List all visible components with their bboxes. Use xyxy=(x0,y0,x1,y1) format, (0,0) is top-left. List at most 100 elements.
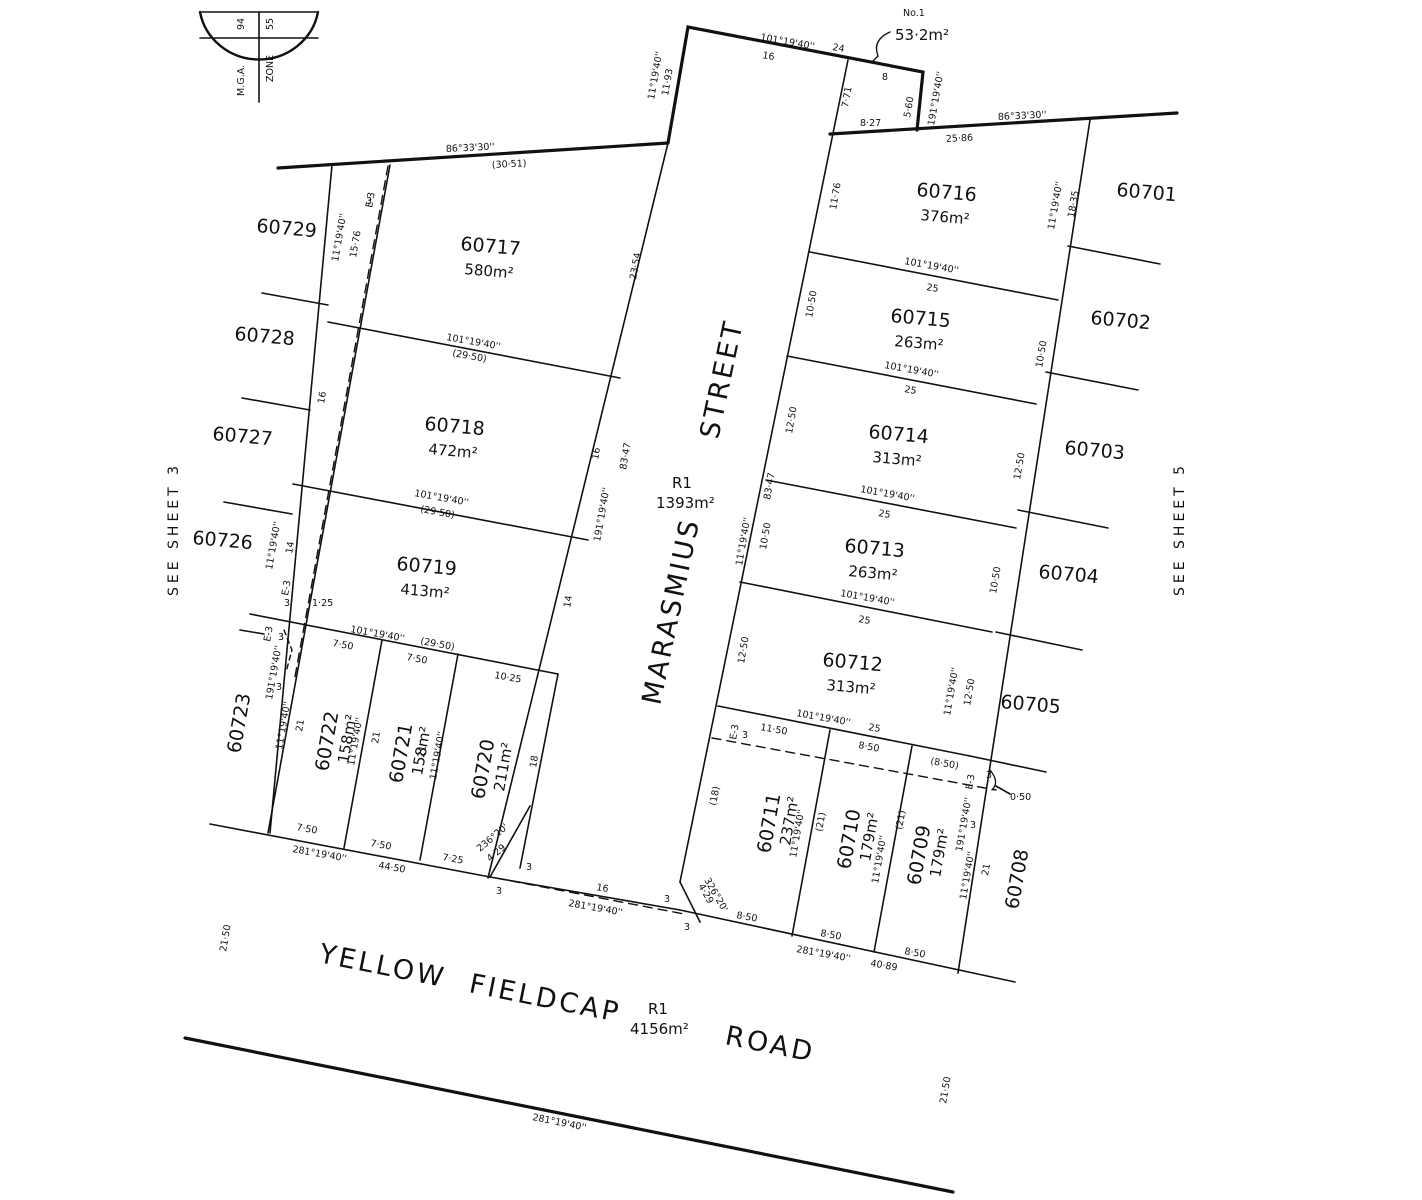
distance-label: 3 xyxy=(664,894,670,905)
easement-note-area: 53·2m² xyxy=(895,26,949,44)
distance-label: (30·51) xyxy=(492,158,527,171)
distance-label: 0·50 xyxy=(1010,792,1031,803)
zone-number: 55 xyxy=(265,18,276,30)
bearing-label: 86°33'30'' xyxy=(998,109,1047,123)
road-width-label: 21·50 xyxy=(218,924,234,953)
distance-label: 12·50 xyxy=(784,406,800,435)
distance-label: 3 xyxy=(970,820,976,831)
distance-label: 11·76 xyxy=(828,182,844,211)
distance-label: 21 xyxy=(416,745,429,759)
distance-label: 10·25 xyxy=(493,670,522,686)
distance-label: 10·50 xyxy=(804,290,820,319)
boundary-lines xyxy=(183,25,1179,1194)
adjacent-lot-number: 60703 xyxy=(1064,437,1126,464)
distance-label: 3 xyxy=(496,886,502,897)
adjacent-lot-number: 60705 xyxy=(1000,691,1062,718)
bearing-label: 191°19'40'' xyxy=(926,71,946,127)
bearing-label: 11°19'40'' xyxy=(330,212,349,262)
lot-area: 313m² xyxy=(872,448,923,470)
lot-area: 313m² xyxy=(826,676,877,698)
distance-label: (29·50) xyxy=(451,348,487,365)
mga-label: M.G.A. xyxy=(236,65,247,96)
distance-label: 8·50 xyxy=(735,910,758,925)
lot-area: 376m² xyxy=(920,206,971,228)
bearing-label: 11°19'40'' xyxy=(942,666,961,716)
see-sheet-left: SEE SHEET 3 xyxy=(166,462,182,596)
yellow-fieldcap-road-word-2: FIELDCAP xyxy=(467,968,624,1029)
yellow-fieldcap-road-word-3: ROAD xyxy=(723,1020,818,1068)
easement-label: E-3 xyxy=(728,723,742,740)
distance-label: 16 xyxy=(316,391,329,405)
distance-label: 18·35 xyxy=(1066,190,1082,219)
distance-label: 1·25 xyxy=(312,598,333,609)
see-sheet-right: SEE SHEET 5 xyxy=(1172,462,1188,596)
bearing-label: 11°19'40'' xyxy=(264,520,283,570)
yellow-fieldcap-reserve-area: 4156m² xyxy=(630,1020,689,1038)
road-width-label: 21·50 xyxy=(938,1076,954,1105)
yellow-fieldcap-road-word-1: YELLOW xyxy=(316,938,449,994)
distance-label: 3 xyxy=(526,862,532,873)
distance-label: 25 xyxy=(903,384,917,397)
distance-label: 8 xyxy=(882,72,888,83)
bearing-label: 281°19'40'' xyxy=(795,944,851,964)
marasmius-reserve-label: R1 xyxy=(672,474,692,492)
easement-note-title: No.1 xyxy=(903,8,925,19)
distance-label: 11·50 xyxy=(759,722,788,738)
bearing-label: 11°19'40'' xyxy=(734,516,753,566)
bearing-label: 281°19'40'' xyxy=(291,844,347,864)
distance-label: 5·60 xyxy=(902,96,917,119)
distance-label: 3 xyxy=(986,770,992,781)
distance-label: 8·50 xyxy=(903,946,926,961)
distance-label: 25 xyxy=(867,722,881,735)
distance-label: 10·50 xyxy=(988,566,1004,595)
lot-number: 60715 xyxy=(890,305,952,332)
lot-labels: 60717 580m² 60718 472m² 60719 413m² 6071… xyxy=(311,179,977,887)
mga-zone-compass-icon: M.G.A. ZONE 94 55 xyxy=(198,10,320,103)
bearing-label: 101°19'40'' xyxy=(883,360,939,380)
distance-label: 25 xyxy=(857,614,871,627)
lot-area: 263m² xyxy=(894,332,945,354)
lot-area: 263m² xyxy=(848,562,899,584)
adjacent-lot-number: 60727 xyxy=(212,423,274,450)
distance-label: (8·50) xyxy=(929,756,959,772)
adjacent-lot-number: 60704 xyxy=(1038,561,1100,588)
lot-number: 60718 xyxy=(424,413,486,440)
distance-label: 40·89 xyxy=(869,958,898,974)
distance-label: (21) xyxy=(894,809,908,830)
distance-label: 25 xyxy=(877,508,891,521)
distance-label: 3 xyxy=(366,196,372,207)
distance-label: 12·50 xyxy=(736,636,752,665)
bearing-label: 101°19'40'' xyxy=(349,624,405,644)
distance-label: 10·50 xyxy=(1034,340,1050,369)
adjacent-lot-number: 60702 xyxy=(1090,307,1152,334)
distance-label: 7·50 xyxy=(369,838,392,853)
adjacent-lot-number: 60701 xyxy=(1116,179,1178,206)
lot-number: 60719 xyxy=(396,553,458,580)
distance-label: 44·50 xyxy=(377,860,406,876)
distance-label: 14 xyxy=(562,595,575,609)
marasmius-reserve-area: 1393m² xyxy=(656,494,715,512)
lot-number: 60716 xyxy=(916,179,978,206)
distance-label: (18) xyxy=(708,785,722,806)
bearing-label: 101°19'40'' xyxy=(839,588,895,608)
distance-label: 21 xyxy=(980,863,993,877)
distance-label: 7·50 xyxy=(295,822,318,837)
bearing-label: 101°19'40'' xyxy=(795,708,851,728)
distance-label: 83·47 xyxy=(618,442,634,471)
lot-area: 472m² xyxy=(428,440,479,462)
distance-label: 14 xyxy=(284,541,297,555)
adjacent-lot-number: 60728 xyxy=(234,323,296,350)
easement-label: E-3 xyxy=(280,579,294,596)
distance-label: 7·25 xyxy=(441,852,464,867)
bearing-label: 11°19'40'' xyxy=(1046,180,1065,230)
distance-label: 11·93 xyxy=(660,68,676,97)
distance-label: (21) xyxy=(814,811,828,832)
distance-label: 23·54 xyxy=(628,252,644,281)
easement-label: E-3 xyxy=(964,773,978,790)
lot-area: 413m² xyxy=(400,580,451,602)
distance-label: 15·76 xyxy=(348,230,364,259)
distance-label: 16 xyxy=(595,882,609,895)
lot-number: 60717 xyxy=(460,233,522,260)
marasmius-street-suffix: STREET xyxy=(695,317,750,442)
